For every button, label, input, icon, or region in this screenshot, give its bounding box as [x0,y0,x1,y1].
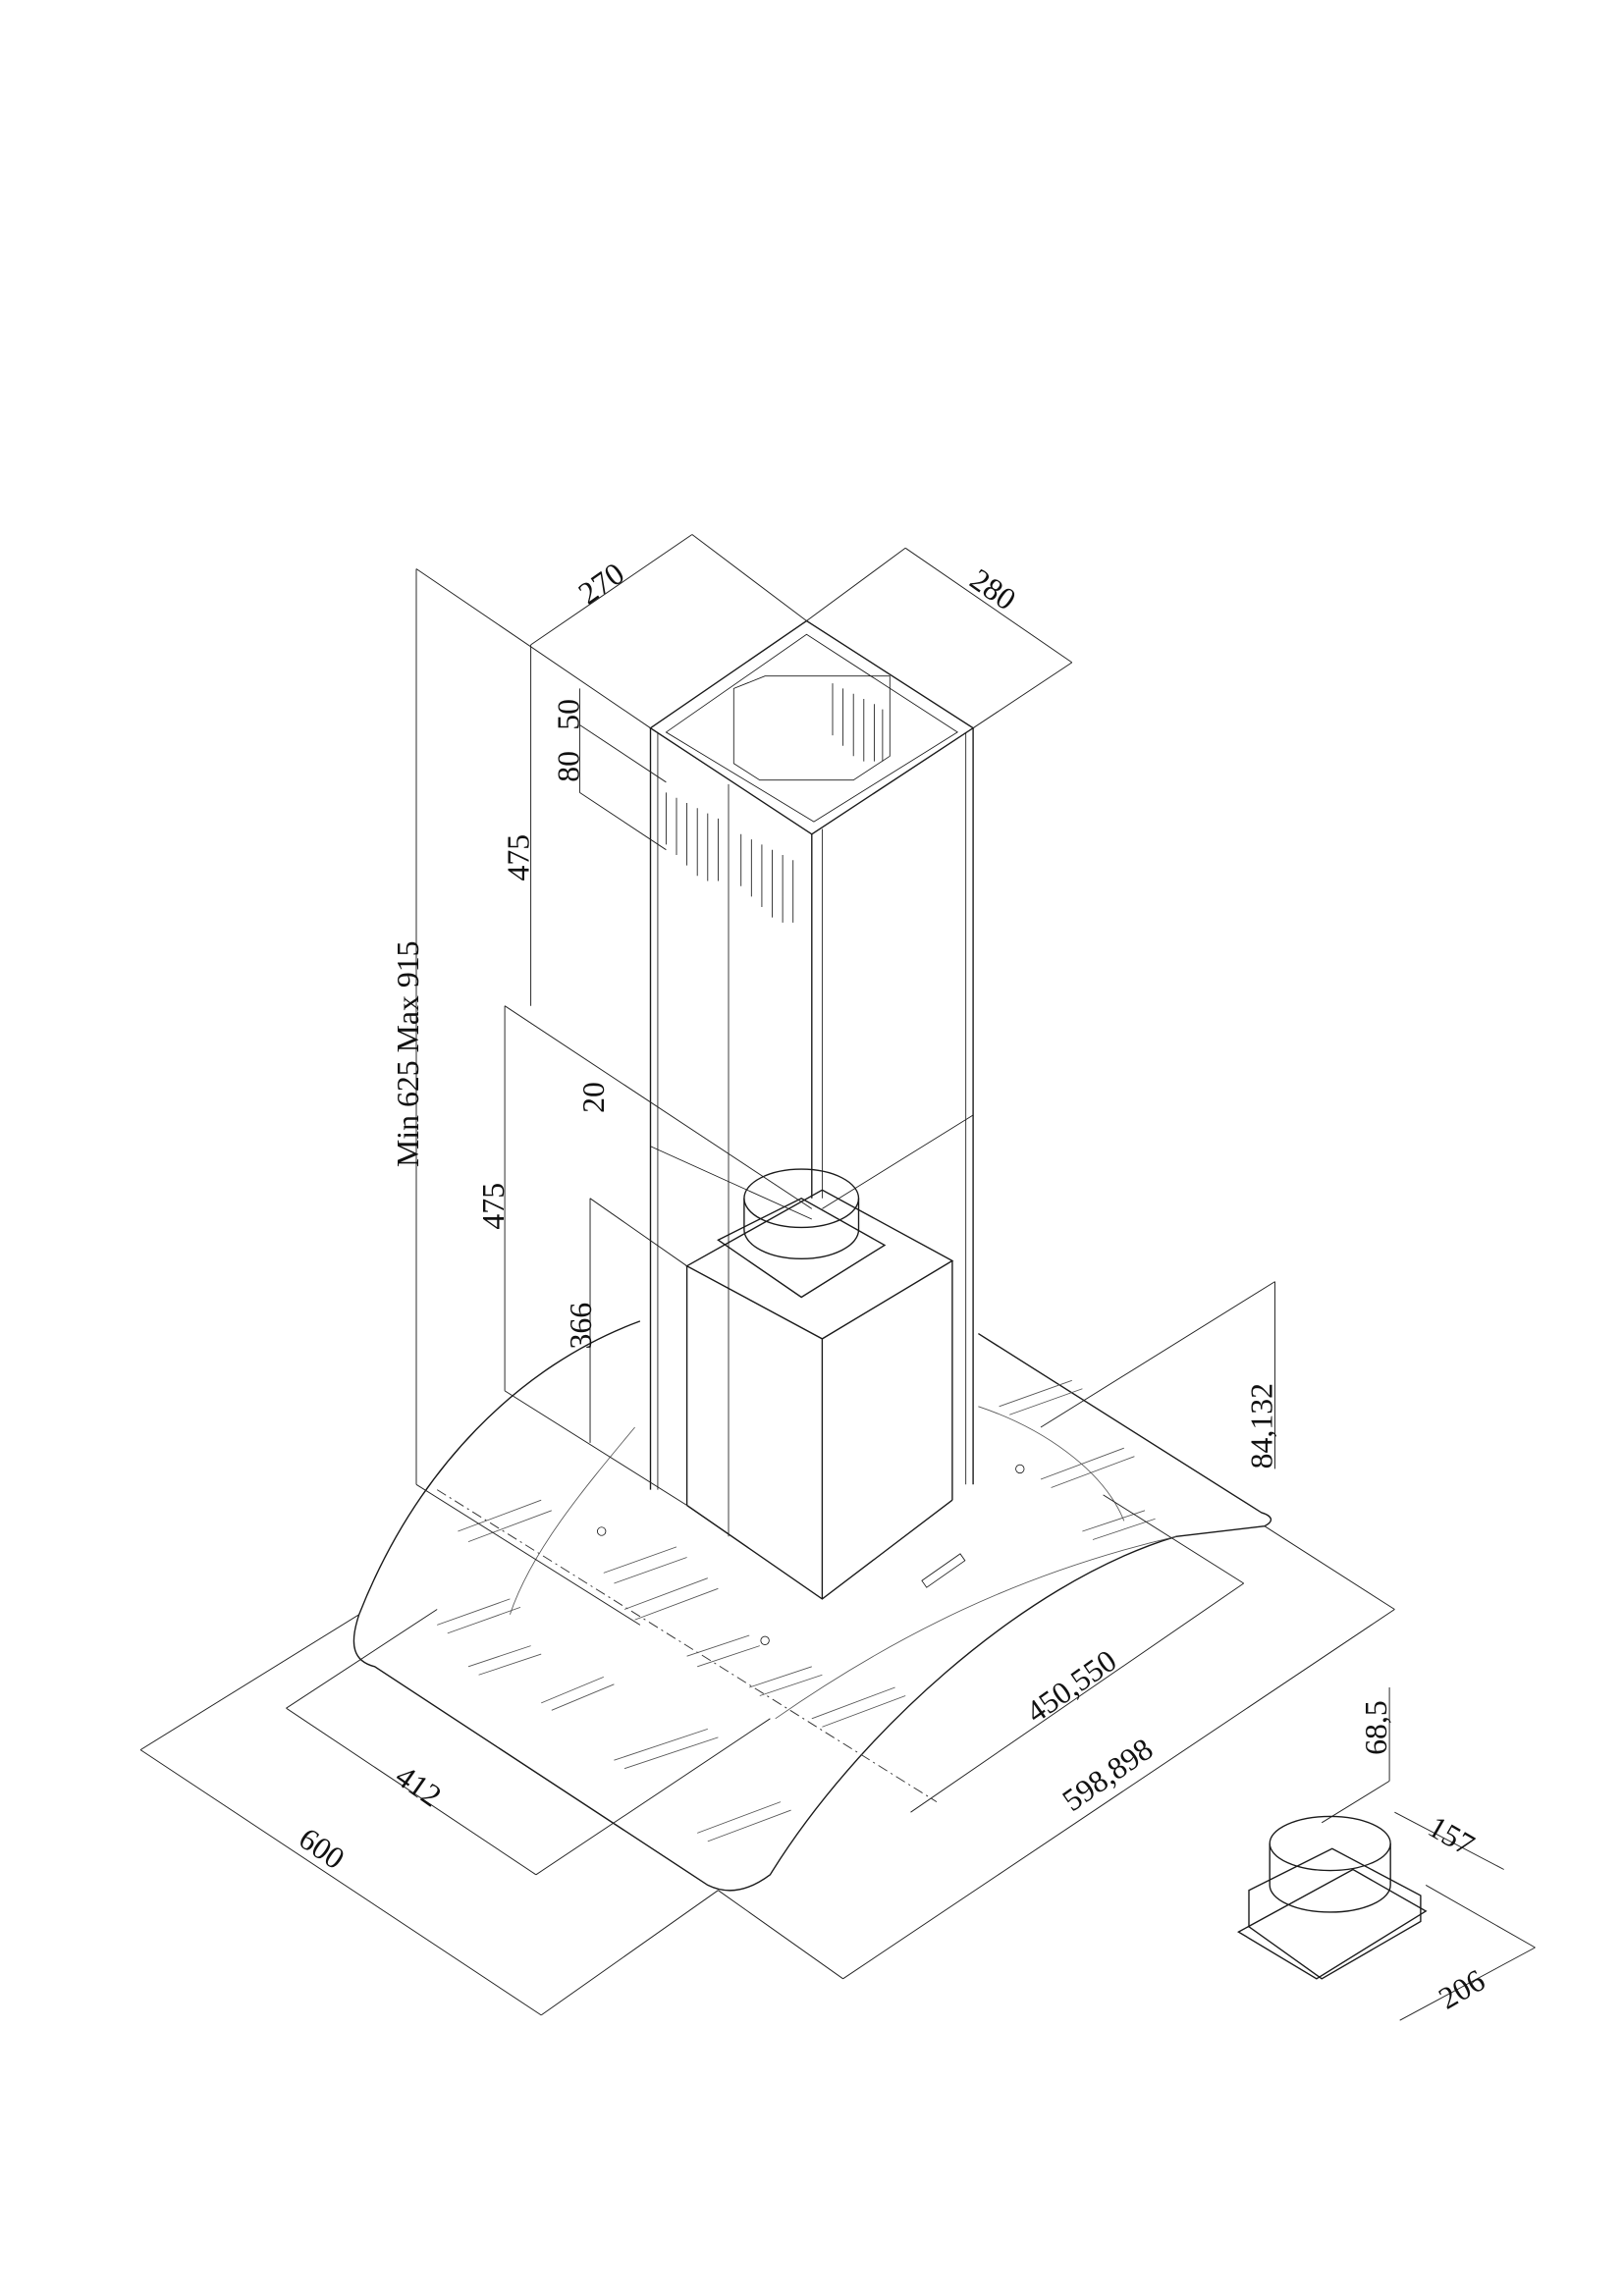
label-lower-chimney-height: 475 [476,1183,511,1230]
label-vent-offset-a: 80 [551,751,585,782]
label-adapter-height: 68,5 [1359,1700,1393,1755]
label-chimney-depth: 280 [964,561,1022,616]
label-adapter-diameter: 157 [1423,1809,1481,1862]
label-upper-chimney-height: 475 [501,834,535,881]
glass-canopy [352,1320,1272,1892]
label-chimney-width: 270 [572,556,630,611]
motor-box [685,1168,954,1600]
label-glass-outer-width: 598,898 [1056,1732,1160,1818]
label-glass-inner-depth: 412 [390,1758,448,1813]
label-glass-rise: 84,132 [1244,1383,1278,1468]
label-glass-inner-width: 450,550 [1020,1643,1123,1730]
duct-adapter [1237,1815,1428,1980]
label-motor-height: 366 [564,1303,598,1350]
label-glass-depth: 600 [293,1821,351,1876]
dimension-labels: Min 625 Max 915 270 280 475 475 80 50 20… [293,556,1490,2015]
dimension-lines [139,534,1536,2021]
label-vent-offset-b: 50 [551,699,585,730]
label-adapter-width: 206 [1433,1962,1490,2015]
label-chimney-gap: 20 [576,1082,611,1113]
label-overall-height: Min 625 Max 915 [391,940,425,1167]
chimney [649,619,975,1537]
